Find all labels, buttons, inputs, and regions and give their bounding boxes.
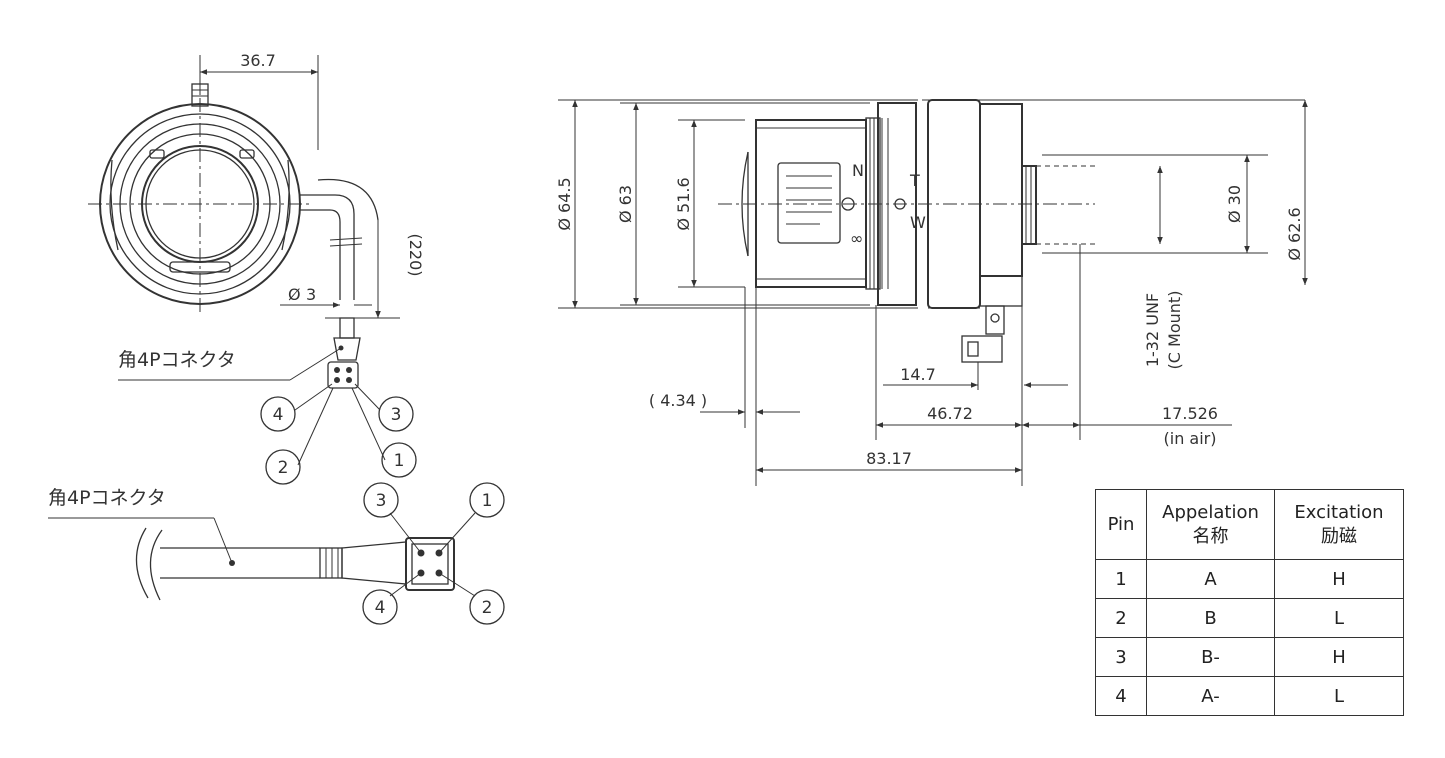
connector-label-2: 角4Pコネクタ [48, 487, 166, 509]
detail-pin-3: 3 [376, 491, 387, 511]
cell-appelation: B [1146, 598, 1275, 638]
mark-N: N [852, 161, 864, 180]
header-pin: Pin [1095, 489, 1147, 560]
dia-30: 30 [1225, 185, 1244, 205]
mark-T: T [909, 171, 920, 190]
dim-in-air: (in air) [1164, 429, 1217, 448]
connector-detail: 角4Pコネクタ 3 1 4 2 [48, 482, 505, 625]
table-header-row: Pin Appelation 名称 Excitation 励磁 [1095, 489, 1404, 560]
table-row: 3 B- H [1095, 637, 1404, 677]
cell-excitation: L [1274, 598, 1404, 638]
cell-appelation: A- [1146, 676, 1275, 716]
side-view: Ø 64.5 Ø 63 Ø 51.6 N T W ∞ [555, 99, 1308, 486]
dim-14-7: 14.7 [900, 365, 936, 384]
front-pin-4: 4 [273, 405, 284, 425]
detail-pin-4: 4 [375, 598, 386, 618]
front-pin-2: 2 [278, 458, 289, 478]
header-appelation: Appelation 名称 [1146, 489, 1275, 560]
header-excitation-en: Excitation [1294, 501, 1384, 523]
svg-text:Ø 64.5: Ø 64.5 [555, 177, 574, 230]
cell-pin: 2 [1095, 598, 1147, 638]
dim-36-7: 36.7 [240, 51, 276, 70]
svg-text:Ø 51.6: Ø 51.6 [674, 177, 693, 230]
dia-symbol: Ø [1285, 243, 1304, 261]
dia-symbol: Ø [674, 213, 693, 231]
mount-type: (C Mount) [1165, 291, 1184, 370]
detail-pin-1: 1 [482, 491, 493, 511]
mark-F: ∞ [850, 229, 863, 248]
header-excitation: Excitation 励磁 [1274, 489, 1404, 560]
front-pin-1: 1 [394, 451, 405, 471]
dim-83-17: 83.17 [866, 449, 912, 468]
mark-W: W [910, 213, 926, 232]
header-appelation-jp: 名称 [1192, 525, 1229, 547]
dim-17-526: 17.526 [1162, 404, 1218, 423]
dia-51-6: 51.6 [674, 177, 693, 213]
dim-220: (220) [406, 233, 425, 276]
mount-thread: 1-32 UNF [1143, 293, 1162, 367]
cell-excitation: H [1274, 559, 1404, 599]
cell-pin: 1 [1095, 559, 1147, 599]
svg-text:Ø 30: Ø 30 [1225, 185, 1244, 223]
header-excitation-jp: 励磁 [1321, 525, 1357, 547]
connector-label-1: 角4Pコネクタ [118, 349, 236, 371]
table-row: 2 B L [1095, 598, 1404, 638]
dia-62-6: 62.6 [1285, 207, 1304, 243]
header-appelation-en: Appelation [1162, 501, 1259, 523]
cell-pin: 3 [1095, 637, 1147, 677]
detail-pin-2: 2 [482, 598, 493, 618]
dia-symbol: Ø [616, 205, 635, 223]
table-row: 1 A H [1095, 559, 1404, 599]
dia-63: 63 [616, 185, 635, 205]
dim-46-72: 46.72 [927, 404, 973, 423]
svg-text:Ø 62.6: Ø 62.6 [1285, 207, 1304, 260]
dim-cable-dia: 3 [306, 285, 316, 304]
cell-appelation: A [1146, 559, 1275, 599]
dia-64-5: 64.5 [555, 177, 574, 213]
cell-excitation: L [1274, 676, 1404, 716]
dia-symbol: Ø [1225, 205, 1244, 223]
cell-pin: 4 [1095, 676, 1147, 716]
dia-symbol: Ø [288, 285, 301, 304]
front-view: 36.7 (220) Ø 3 [88, 51, 425, 485]
pin-table: Pin Appelation 名称 Excitation 励磁 1 A H 2 … [1095, 489, 1404, 716]
front-pin-3: 3 [391, 405, 402, 425]
svg-text:Ø 63: Ø 63 [616, 185, 635, 223]
cell-excitation: H [1274, 637, 1404, 677]
table-row: 4 A- L [1095, 676, 1404, 716]
dim-4-34: ( 4.34 ) [649, 391, 707, 410]
dia-symbol: Ø [555, 213, 574, 231]
cell-appelation: B- [1146, 637, 1275, 677]
